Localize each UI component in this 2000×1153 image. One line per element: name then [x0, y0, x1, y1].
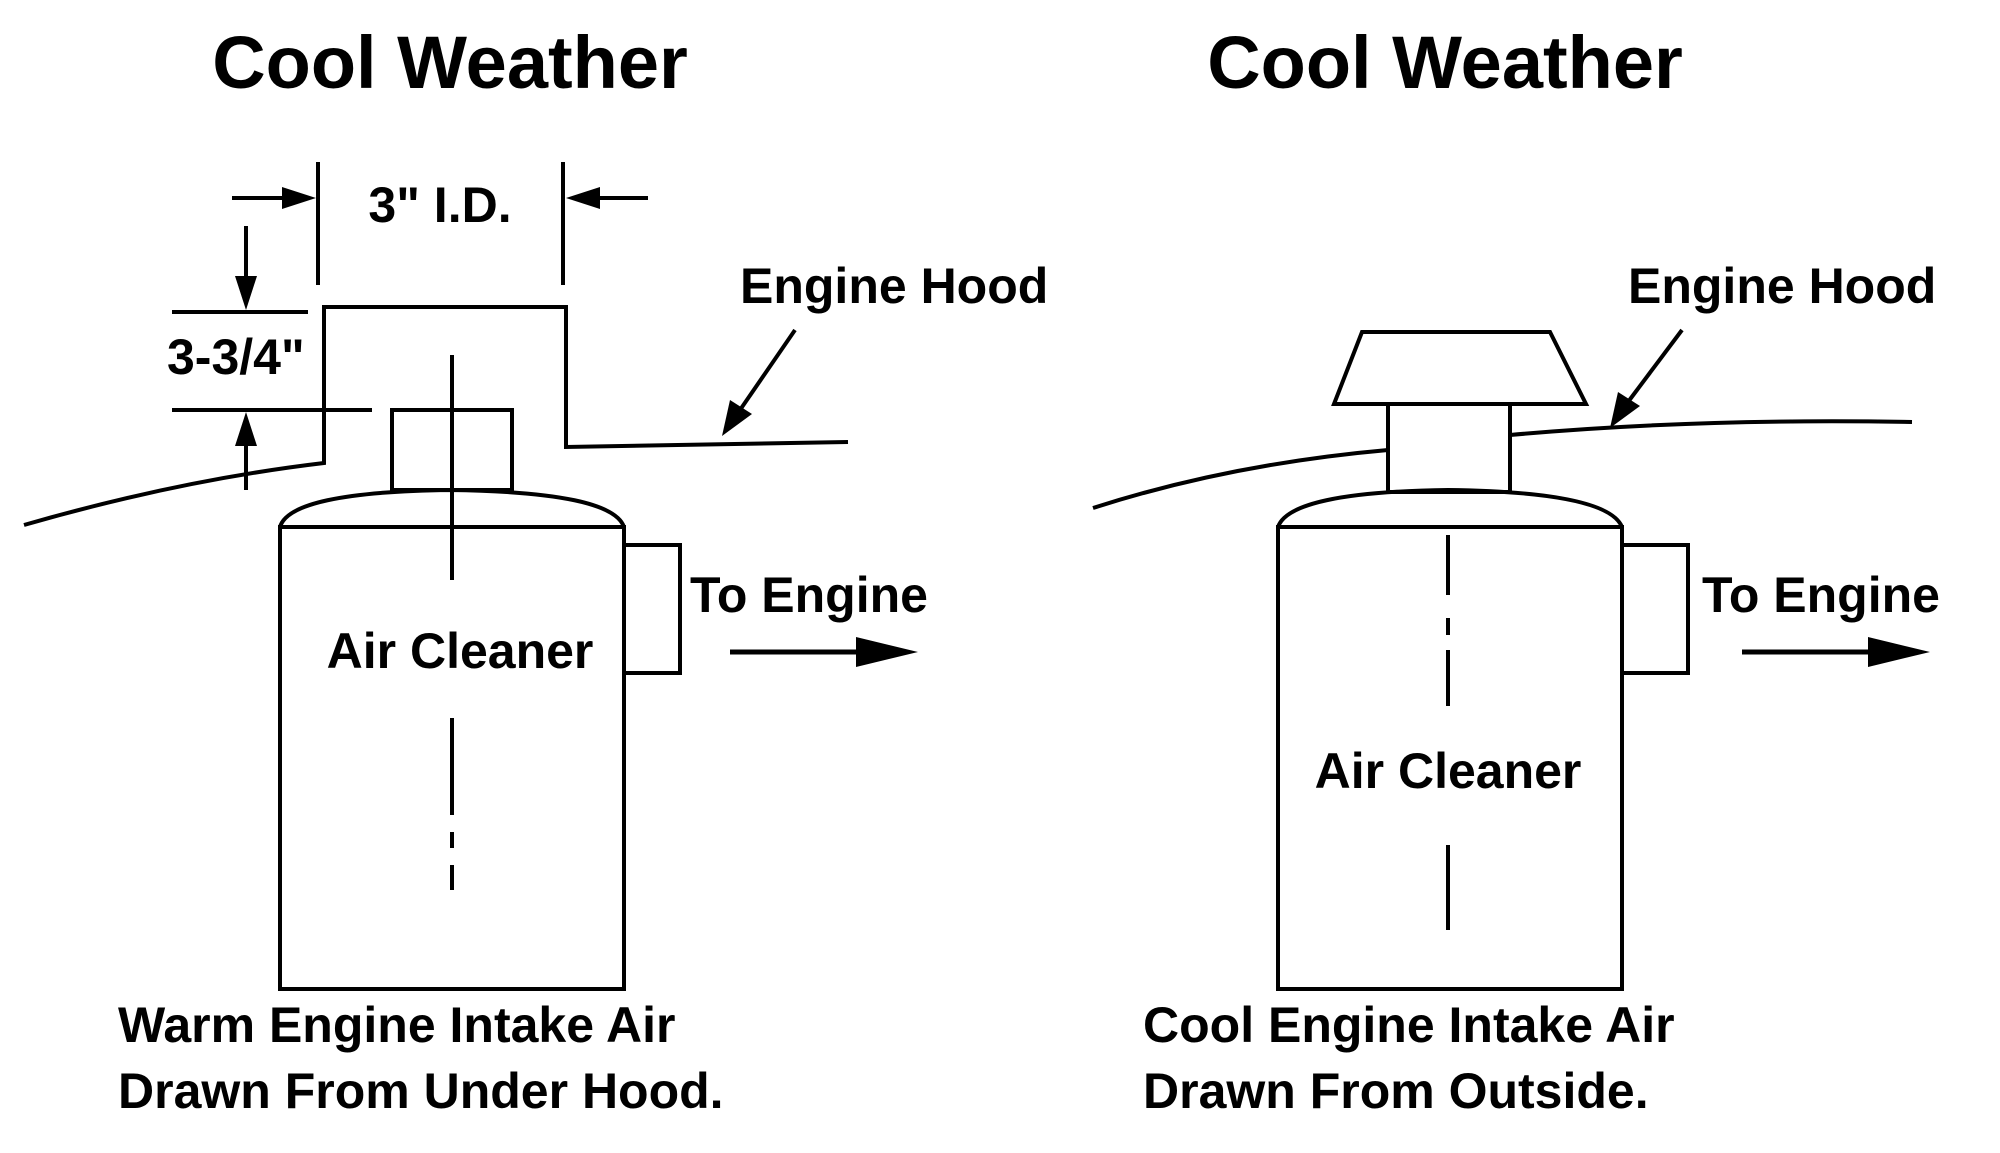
left-width-label: 3" I.D. [368, 177, 511, 233]
right-caption-line2: Drawn From Outside. [1143, 1063, 1649, 1119]
right-hood-label: Engine Hood [1628, 258, 1936, 314]
left-engine-hood [23, 305, 849, 527]
left-caption-line2: Drawn From Under Hood. [118, 1063, 724, 1119]
left-height-dimension: 3-3/4" [167, 226, 372, 490]
left-cleaner-label: Air Cleaner [327, 623, 594, 679]
left-title: Cool Weather [212, 21, 688, 104]
left-panel: Cool Weather 3" I.D. 3-3/4" Engine Hood [23, 21, 1048, 1119]
left-height-label: 3-3/4" [167, 329, 305, 385]
left-air-cleaner: Air Cleaner [278, 355, 682, 991]
right-cleaner-label: Air Cleaner [1315, 743, 1582, 799]
right-rain-cap [1331, 330, 1590, 494]
left-width-dimension: 3" I.D. [232, 162, 648, 285]
right-title: Cool Weather [1207, 21, 1683, 104]
right-outlet-label: To Engine [1702, 567, 1940, 623]
right-caption-line1: Cool Engine Intake Air [1143, 997, 1675, 1053]
left-outlet-label: To Engine [690, 567, 928, 623]
right-panel: Cool Weather Engine Hood Air Cleaner To … [1092, 21, 1940, 1119]
left-hood-label: Engine Hood [740, 258, 1048, 314]
right-engine-hood [1092, 448, 1389, 510]
left-caption-line1: Warm Engine Intake Air [118, 997, 676, 1053]
right-air-cleaner: Air Cleaner [1276, 487, 1690, 991]
